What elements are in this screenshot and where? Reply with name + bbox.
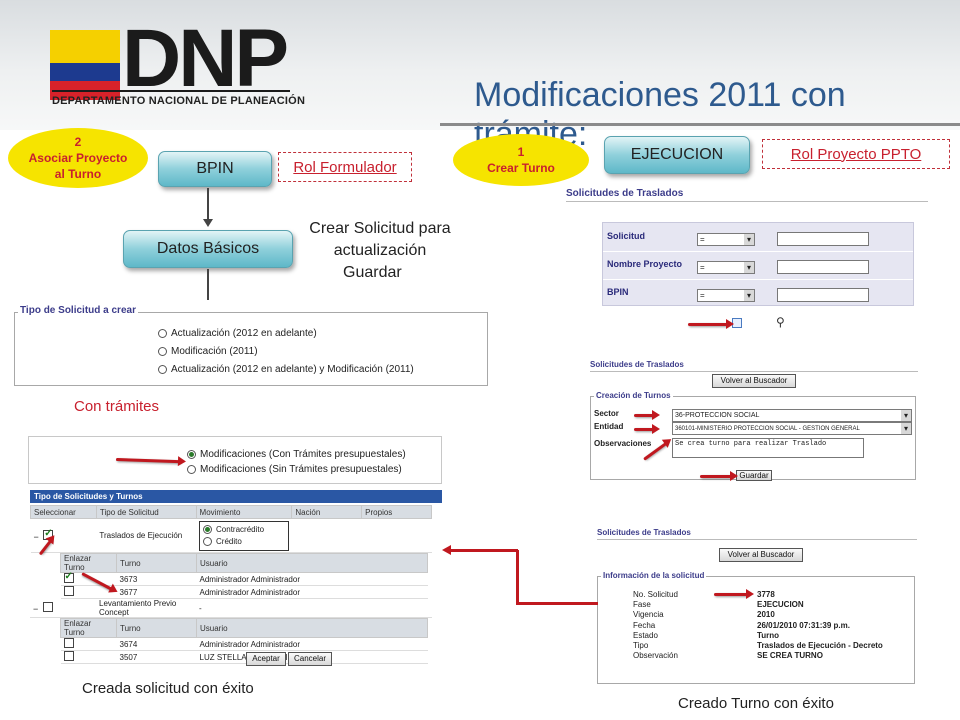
nombre-proyecto-input[interactable] [777, 260, 869, 274]
ejecucion-button[interactable]: EJECUCION [604, 136, 750, 174]
solicitud-operator-select[interactable]: = [697, 233, 755, 246]
radio-icon[interactable] [158, 328, 167, 338]
bpin-button[interactable]: BPIN [158, 151, 272, 187]
observaciones-textarea[interactable]: Se crea turno para realizar Traslado [672, 438, 864, 458]
creacion-turnos-panel: Solicitudes de Traslados Volver al Busca… [590, 360, 918, 482]
info-labels: No. Solicitud Fase Vigencia Fecha Estado… [633, 590, 678, 661]
down-arrow-icon [203, 219, 213, 227]
datos-basicos-button[interactable]: Datos Básicos [123, 230, 293, 268]
turnos-table-title: Tipo de Solicitudes y Turnos [30, 490, 442, 503]
row-checkbox[interactable] [63, 586, 74, 596]
aceptar-button[interactable]: Aceptar [246, 652, 286, 666]
table-row: − Levantamiento Previo Concept - [30, 599, 432, 618]
step-1-oval: 1 Crear Turno [453, 134, 589, 186]
red-arrow-icon [714, 589, 754, 599]
sector-select[interactable]: 36-PROTECCION SOCIAL [672, 409, 912, 422]
radio-icon[interactable] [187, 465, 196, 474]
bpin-operator-select[interactable]: = [697, 289, 755, 302]
step-2-oval: 2 Asociar Proyecto al Turno [8, 128, 148, 188]
cancelar-button[interactable]: Cancelar [288, 652, 332, 666]
red-arrow-icon [688, 319, 734, 329]
turnos-table-row2: − Levantamiento Previo Concept - [30, 599, 432, 618]
turnos-table: Seleccionar Tipo de Solicitud Movimiento… [30, 505, 432, 553]
movimiento-radio-group: Contracrédito Crédito [199, 520, 289, 551]
row-checkbox[interactable] [63, 651, 74, 661]
red-arrow-icon [634, 424, 660, 434]
radio-selected-icon[interactable] [187, 450, 196, 459]
guardar-button[interactable]: Guardar [736, 470, 772, 481]
connector-arrow-icon [442, 545, 451, 555]
modificaciones-panel: Modificaciones (Con Trámites presupuesta… [28, 436, 442, 484]
binoculars-icon[interactable]: ⚲ [776, 315, 785, 329]
red-arrow-icon [700, 471, 738, 481]
radio-icon[interactable] [203, 537, 213, 546]
row-checkbox[interactable] [42, 602, 53, 612]
creada-solicitud-caption: Creada solicitud con éxito [82, 680, 254, 697]
search-form: Solicitud = Nombre Proyecto = BPIN = [602, 222, 914, 306]
radio-icon[interactable] [158, 364, 167, 374]
radio-actualizacion[interactable]: Actualización (2012 en adelante) [158, 324, 414, 342]
crear-solicitud-note: Crear Solicitud para actualización Guard… [309, 220, 451, 281]
radio-actualizacion-modificacion[interactable]: Actualización (2012 en adelante) y Modif… [158, 360, 414, 378]
red-arrow-icon [634, 410, 660, 420]
radio-sin-tramites[interactable]: Modificaciones (Sin Trámites presupuesta… [187, 462, 406, 477]
radio-modificacion[interactable]: Modificación (2011) [158, 342, 414, 360]
creado-turno-caption: Creado Turno con éxito [678, 695, 834, 712]
volver-buscador-button[interactable]: Volver al Buscador [712, 374, 796, 388]
turnos-table-panel: Tipo de Solicitudes y Turnos Seleccionar… [30, 490, 442, 666]
slide-header: DNP DEPARTAMENTO NACIONAL DE PLANEACIÓN … [0, 0, 960, 153]
rol-proyecto-ppto-label: Rol Proyecto PPTO [762, 139, 950, 169]
colombia-flag-icon [50, 30, 120, 100]
entidad-select[interactable]: 360101-MINISTERIO PROTECCION SOCIAL - GE… [672, 422, 912, 435]
dnp-logo: DNP [122, 13, 289, 104]
radio-icon[interactable] [158, 346, 167, 356]
con-tramites-label: Con trámites [74, 398, 160, 415]
radio-selected-icon[interactable] [203, 525, 213, 534]
tipo-solicitud-panel: Tipo de Solicitud a crear Actualización … [12, 300, 494, 390]
bpin-input[interactable] [777, 288, 869, 302]
info-values: 3778 EJECUCION 2010 26/01/2010 07:31:39 … [757, 590, 883, 661]
search-panel: Solicitudes de Traslados Solicitud = Nom… [566, 188, 928, 338]
sub-turnos-table: Enlazar Turno Turno Usuario 3673Administ… [60, 553, 428, 599]
informacion-solicitud-panel: Solicitudes de Traslados Volver al Busca… [597, 528, 917, 686]
volver-buscador-button[interactable]: Volver al Buscador [719, 548, 803, 562]
solicitud-input[interactable] [777, 232, 869, 246]
row-checkbox[interactable] [63, 638, 74, 648]
radio-con-tramites[interactable]: Modificaciones (Con Trámites presupuesta… [187, 447, 406, 462]
row-checkbox[interactable] [63, 571, 74, 583]
table-row: − Traslados de Ejecución Contracrédito C… [30, 518, 432, 553]
nombre-proyecto-operator-select[interactable]: = [697, 261, 755, 274]
rol-formulador-label: Rol Formulador [278, 152, 412, 182]
dnp-logo-subtitle: DEPARTAMENTO NACIONAL DE PLANEACIÓN [52, 95, 306, 107]
